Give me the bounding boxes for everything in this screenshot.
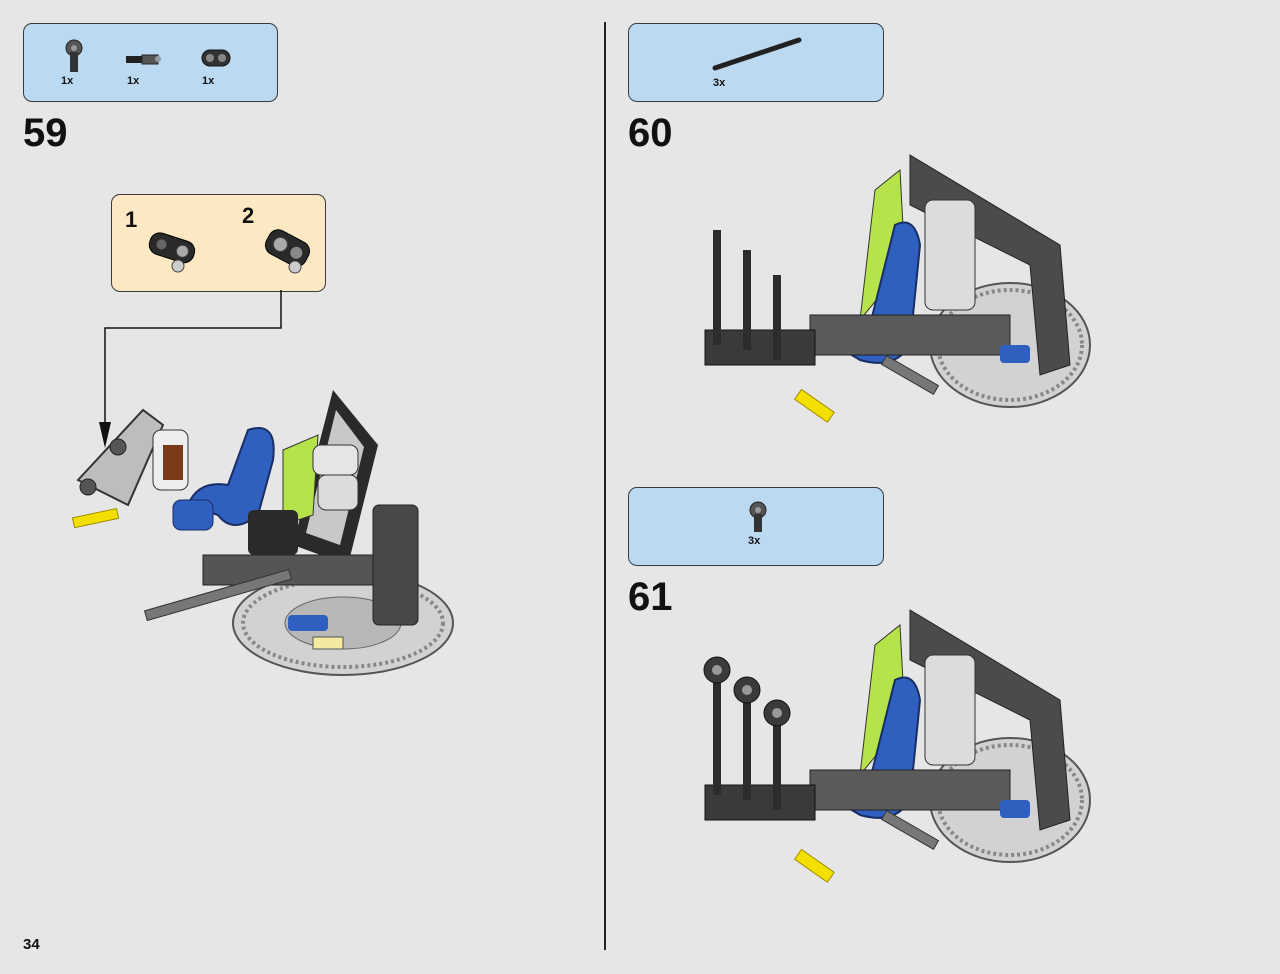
connector-peg-icon [65,39,83,72]
double-connector-icon [201,49,231,67]
step-number: 60 [628,111,673,155]
substep-number: 1 [125,207,138,232]
step-59-parts-box: 1x 1x 1x [23,23,278,102]
step-59-subassembly-box: 1 2 [111,194,326,292]
step-60-parts-box: 3x [628,23,884,102]
callout-arrow [99,290,282,448]
part-qty: 3x [748,535,761,547]
step-59-model-illustration [71,390,454,676]
connector-block-rotated-icon [264,229,310,274]
part-qty: 1x [61,75,74,87]
axle-icon [712,37,802,71]
axle-peg-icon [126,54,161,65]
part-qty: 1x [202,75,215,87]
part-qty: 1x [127,75,140,87]
connector-block-icon [148,232,196,273]
step-60-model-illustration [704,154,1091,423]
step-number: 59 [23,111,68,155]
page-number: 34 [23,936,40,953]
connector-peg-icon [749,501,767,532]
part-qty: 3x [713,77,726,89]
substep-number: 2 [242,203,255,228]
step-61-parts-box: 3x [628,487,884,566]
page-divider [604,22,606,950]
step-number: 61 [628,575,673,619]
step-61-model-illustration [703,609,1091,883]
